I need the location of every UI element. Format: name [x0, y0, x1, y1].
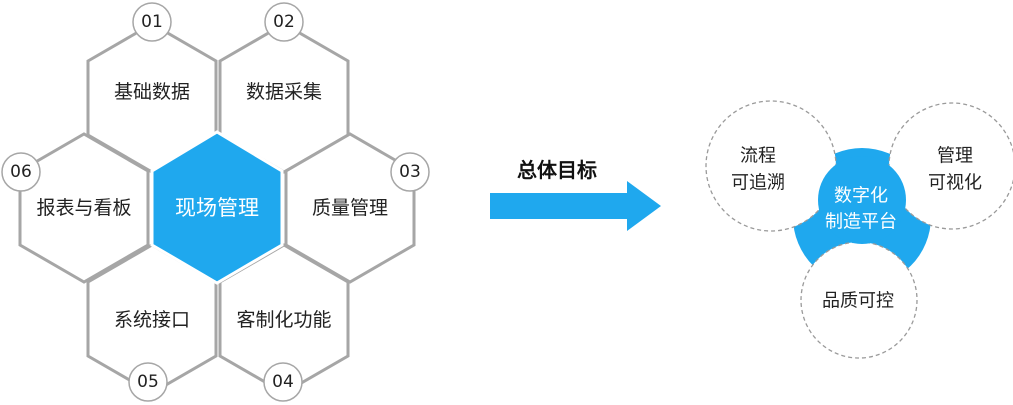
- badge-04-number: 04: [272, 372, 294, 392]
- hex-01-label: 基础数据: [114, 81, 190, 103]
- badge-01: 01: [132, 2, 172, 42]
- circle-center-fill: [818, 156, 906, 244]
- hex-03-label: 质量管理: [312, 197, 388, 219]
- badge-02-number: 02: [273, 12, 295, 32]
- hex-06-reports-dashboards: 报表与看板: [18, 132, 150, 284]
- circle-right-line1: 管理: [937, 146, 973, 167]
- badge-03: 03: [390, 152, 430, 192]
- hex-05-label: 系统接口: [114, 309, 190, 331]
- goal-label: 总体目标: [517, 158, 597, 182]
- hex-04-custom-features: 客制化功能: [218, 243, 350, 395]
- hex-06-label: 报表与看板: [36, 197, 131, 219]
- badge-06: 06: [1, 152, 41, 192]
- badge-01-number: 01: [141, 12, 163, 32]
- hex-02-label: 数据采集: [246, 81, 322, 103]
- badge-04: 04: [263, 362, 303, 402]
- circle-bottom-line1: 品质可控: [822, 291, 894, 312]
- circle-left-line2: 可追溯: [731, 173, 785, 194]
- circle-center-line2: 制造平台: [825, 212, 897, 233]
- circle-left-line1: 流程: [740, 146, 776, 167]
- badge-02: 02: [264, 2, 304, 42]
- badge-03-number: 03: [399, 162, 421, 182]
- hex-center-site-management: 现场管理: [150, 130, 284, 285]
- badge-05: 05: [128, 362, 168, 402]
- circle-bottom-quality: [800, 241, 918, 359]
- hex-05-system-interface: 系统接口: [86, 243, 218, 395]
- right-arrow-icon: [490, 181, 661, 231]
- circle-right-line2: 可视化: [928, 173, 982, 194]
- hex-center-label: 现场管理: [175, 196, 259, 220]
- badge-06-number: 06: [10, 162, 32, 182]
- circle-center-line1: 数字化: [834, 186, 888, 207]
- badge-05-number: 05: [137, 372, 159, 392]
- hex-04-label: 客制化功能: [236, 309, 331, 331]
